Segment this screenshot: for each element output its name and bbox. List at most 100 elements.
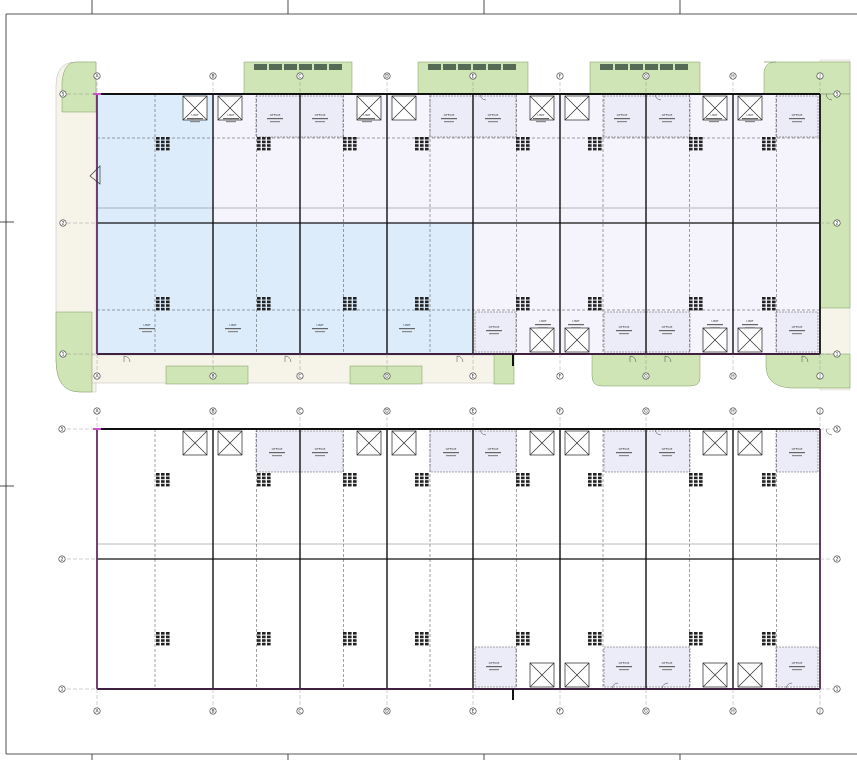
grid-bubble-bottom: [816, 372, 824, 380]
unit-label: OFFICE: [792, 661, 803, 665]
grid-bubble-right-label: 5: [836, 427, 839, 433]
column-mark: [526, 639, 530, 642]
grid-bubble-bottom-label: G: [644, 374, 648, 380]
column-mark: [257, 307, 261, 311]
column-mark: [156, 480, 160, 483]
column-mark: [156, 144, 160, 147]
column-mark: [767, 147, 771, 151]
unit-label: OFFICE: [270, 113, 281, 117]
unit-label-underline: [225, 328, 241, 330]
unit-label-subline: [315, 331, 325, 333]
column-mark: [343, 473, 347, 476]
canopy-panel: [269, 64, 282, 70]
unit-label: OFFICE: [662, 661, 673, 665]
column-mark: [588, 147, 592, 151]
unit-label-subline: [571, 327, 581, 329]
unit-label: OFFICE: [488, 447, 499, 451]
column-mark: [593, 137, 597, 140]
unit-label-underline: [706, 118, 722, 120]
unit-label-underline: [616, 452, 632, 454]
structural-column: [516, 632, 530, 646]
column-mark: [762, 304, 766, 307]
column-mark: [156, 140, 160, 144]
column-mark: [598, 144, 602, 147]
column-mark: [415, 144, 419, 147]
unit-label-underline: [269, 452, 285, 454]
office-room: [775, 646, 819, 688]
column-mark: [516, 483, 520, 487]
column-mark: [593, 304, 597, 307]
column-mark: [767, 300, 771, 304]
unit-label-subline: [619, 333, 629, 335]
door-swing: [629, 355, 637, 363]
column-mark: [425, 137, 429, 140]
unit-label-underline: [399, 328, 415, 330]
grid-bubble-right: [833, 90, 841, 98]
structural-column: [415, 632, 429, 646]
column-mark: [353, 304, 357, 307]
column-mark: [593, 476, 597, 480]
stair-shaft-diag-b: [702, 662, 728, 688]
unit-label-underline: [659, 666, 675, 668]
grid-bubble-bottom: [556, 372, 564, 380]
column-mark: [415, 140, 419, 144]
stair-shaft-diag-b: [564, 95, 590, 121]
column-mark: [526, 642, 530, 646]
canopy-panel: [660, 64, 673, 70]
column-mark: [598, 473, 602, 476]
office-room: [603, 430, 691, 473]
grid-bubble-bottom-label: B: [211, 374, 214, 380]
column-mark: [772, 473, 776, 476]
column-mark: [516, 140, 520, 144]
grid-bubble-top-label: B: [211, 409, 214, 415]
unit-label-underline: [535, 324, 551, 326]
grid-bubble-right-label: 5: [836, 92, 839, 98]
grid-bubble-top: [93, 407, 101, 415]
unit-label: UNIT: [746, 319, 753, 323]
column-mark: [694, 639, 698, 642]
column-mark: [257, 642, 261, 646]
stair-shaft-diag-b: [564, 327, 590, 353]
column-mark: [267, 473, 271, 476]
structural-column: [415, 473, 429, 487]
column-mark: [588, 304, 592, 307]
column-mark: [598, 304, 602, 307]
column-mark: [694, 480, 698, 483]
column-mark: [161, 632, 165, 635]
column-mark: [767, 632, 771, 635]
column-mark: [262, 300, 266, 304]
column-mark: [161, 304, 165, 307]
column-mark: [353, 639, 357, 642]
column-mark: [420, 304, 424, 307]
column-mark: [521, 140, 525, 144]
column-mark: [526, 473, 530, 476]
column-mark: [166, 483, 170, 487]
column-mark: [161, 307, 165, 311]
structural-column: [257, 632, 271, 646]
column-mark: [521, 144, 525, 147]
grid-bubble-top: [383, 407, 391, 415]
column-mark: [166, 480, 170, 483]
column-mark: [348, 140, 352, 144]
column-mark: [348, 480, 352, 483]
column-mark: [689, 304, 693, 307]
structural-column: [689, 473, 703, 487]
column-mark: [772, 144, 776, 147]
column-mark: [156, 635, 160, 639]
unit-label-subline: [315, 121, 325, 123]
column-mark: [425, 300, 429, 304]
column-mark: [593, 632, 597, 635]
column-mark: [699, 307, 703, 311]
column-mark: [689, 632, 693, 635]
grid-bubble-left: [58, 425, 66, 433]
grid-bubble-bottom-label: A: [95, 709, 99, 715]
stair-shaft-diag-b: [217, 430, 243, 456]
column-mark: [425, 642, 429, 646]
column-mark: [526, 632, 530, 635]
unit-label: OFFICE: [315, 113, 326, 117]
unit-label-subline: [710, 327, 720, 329]
column-mark: [353, 476, 357, 480]
column-mark: [343, 639, 347, 642]
